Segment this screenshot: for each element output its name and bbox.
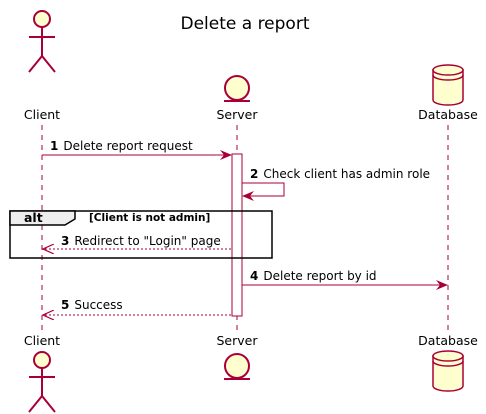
message-1-text: Delete report request xyxy=(63,139,193,153)
diagram-title: Delete a report xyxy=(180,14,309,34)
database-label-top: Database xyxy=(418,107,478,122)
message-4-label: 4 Delete report by id xyxy=(250,269,377,283)
message-2-text: Check client has admin role xyxy=(263,167,430,181)
database-label-bottom: Database xyxy=(418,333,478,348)
message-3-number: 3 xyxy=(61,234,69,248)
message-2-number: 2 xyxy=(250,167,258,181)
server-entity-icon-top xyxy=(224,75,250,102)
server-entity-icon-bottom xyxy=(224,353,250,380)
message-3-text: Redirect to "Login" page xyxy=(74,234,220,248)
message-2-arrow xyxy=(242,182,285,201)
message-5-number: 5 xyxy=(61,298,69,312)
message-4-text: Delete report by id xyxy=(263,269,376,283)
client-actor-icon-top xyxy=(28,10,56,73)
server-activation-bar xyxy=(231,153,243,317)
message-5-label: 5 Success xyxy=(61,298,123,312)
message-1-number: 1 xyxy=(50,139,58,153)
server-label-top: Server xyxy=(217,107,259,122)
database-icon-bottom xyxy=(432,350,464,392)
server-label-bottom: Server xyxy=(217,333,259,348)
alt-keyword: alt xyxy=(24,210,43,225)
alt-fragment-tab xyxy=(9,210,76,226)
message-4-number: 4 xyxy=(250,269,258,283)
client-actor-icon-bottom xyxy=(28,351,56,413)
message-3-label: 3 Redirect to "Login" page xyxy=(61,234,221,248)
alt-fragment-frame xyxy=(9,210,273,259)
database-icon-top xyxy=(432,64,464,106)
client-label-top: Client xyxy=(24,107,60,122)
message-2-label: 2 Check client has admin role xyxy=(250,167,430,181)
alt-condition: [Client is not admin] xyxy=(89,212,210,224)
message-1-label: 1 Delete report request xyxy=(50,139,193,153)
client-label-bottom: Client xyxy=(24,333,60,348)
message-5-text: Success xyxy=(74,298,122,312)
